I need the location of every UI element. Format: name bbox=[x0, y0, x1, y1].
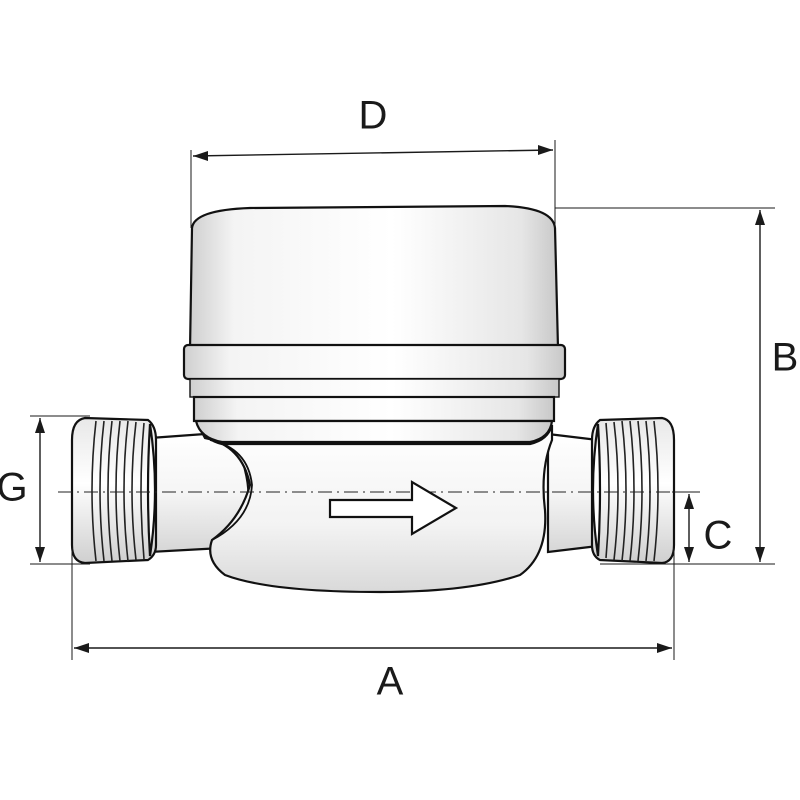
register-cap bbox=[188, 204, 560, 352]
flow-direction-arrow-icon bbox=[328, 480, 459, 536]
dimension-c: C bbox=[672, 491, 733, 562]
right-threaded-connector bbox=[590, 416, 676, 565]
cap-ring-upper bbox=[182, 343, 567, 381]
register-housing bbox=[182, 204, 567, 444]
cap-ring-middle bbox=[189, 378, 560, 398]
cap-ring-lower bbox=[192, 395, 556, 423]
dimension-label-d: D bbox=[359, 94, 388, 138]
dimension-d: D bbox=[190, 94, 556, 228]
dimension-label-c: C bbox=[704, 514, 733, 558]
right-thread-ridges bbox=[605, 420, 659, 562]
dimension-b: B bbox=[555, 207, 799, 565]
dimension-label-b: B bbox=[772, 336, 799, 380]
dimension-g: G bbox=[0, 415, 90, 565]
dimension-label-g: G bbox=[0, 466, 28, 510]
cap-base-band bbox=[194, 419, 554, 444]
bowl-shadow bbox=[209, 439, 253, 541]
dimension-a: A bbox=[71, 548, 675, 704]
dimension-label-a: A bbox=[377, 660, 404, 704]
right-pipe-neck bbox=[546, 432, 600, 554]
left-threaded-connector bbox=[70, 416, 158, 565]
left-thread-ridges bbox=[91, 420, 145, 562]
